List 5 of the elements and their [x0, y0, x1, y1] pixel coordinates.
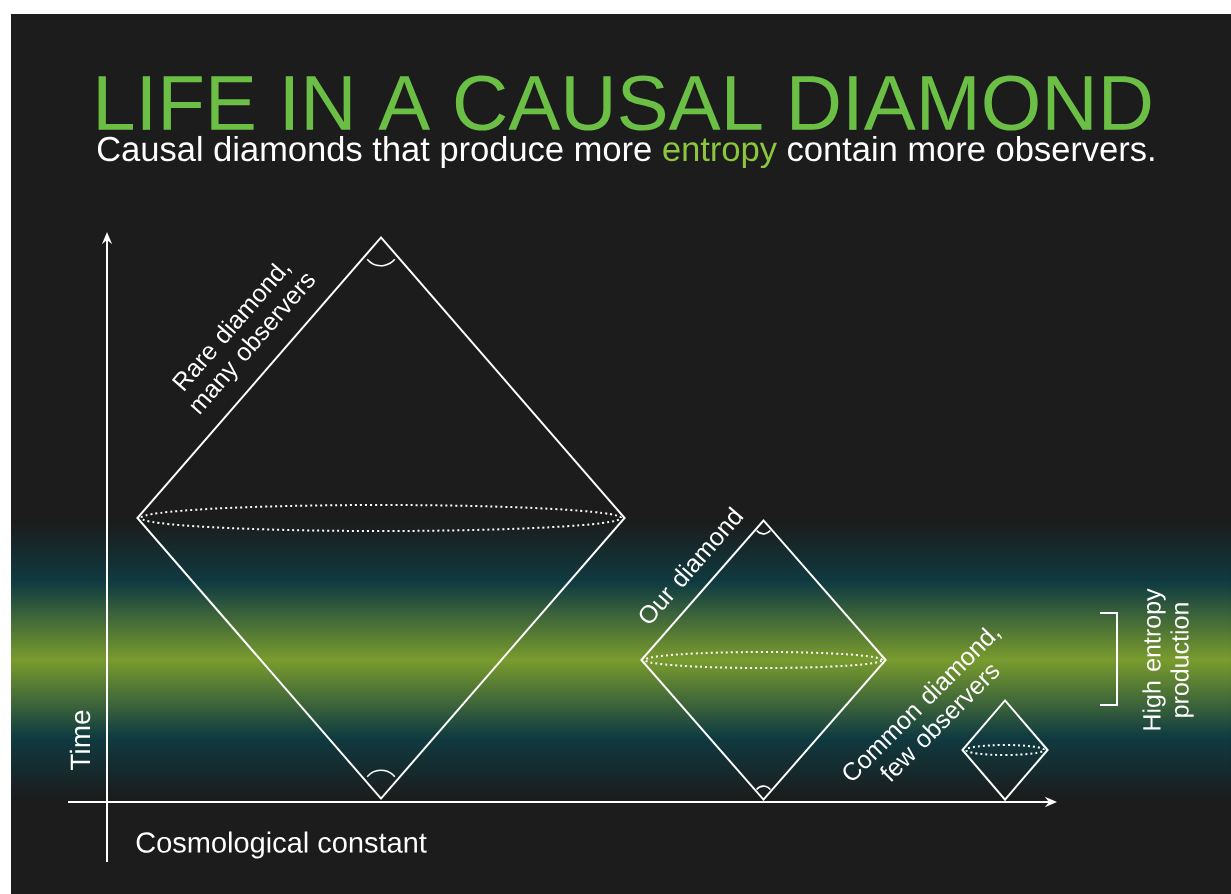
- axis-label: Time: [69, 710, 91, 770]
- title: LIFE IN A CAUSAL DIAMOND: [98, 75, 1151, 131]
- axis-label: Cosmological constant: [136, 831, 427, 859]
- axis-label: High entropy production: [1142, 588, 1194, 730]
- subtitle: Causal diamonds that produce more entropy contain more observers.: [97, 135, 1154, 169]
